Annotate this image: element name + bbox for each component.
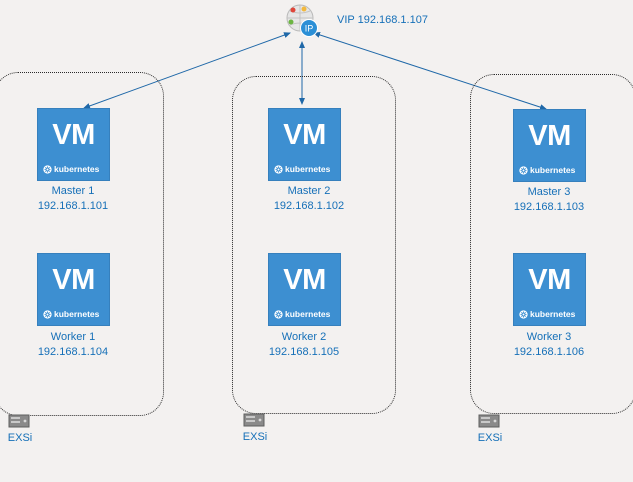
node-caption-worker-1: Worker 1 192.168.1.104 [13,330,133,360]
node-caption-master-1: Master 1 192.168.1.101 [13,184,133,214]
kubernetes-icon [519,310,528,319]
exsi-badge-2: EXSi [235,413,275,443]
kubernetes-icon [43,165,52,174]
node-name: Master 3 [527,186,571,198]
kubernetes-icon [519,166,528,175]
ip-globe-icon: IP [286,4,318,37]
kubernetes-icon [274,310,283,319]
server-icon [8,414,30,428]
kubernetes-label: kubernetes [54,164,100,174]
node-ip: 192.168.1.103 [513,201,585,213]
node-name: Worker 3 [526,331,572,343]
node-name: Worker 1 [50,331,96,343]
vm-master-1: VM kubernetes [37,108,110,181]
node-caption-worker-3: Worker 3 192.168.1.106 [489,330,609,360]
exsi-badge-1: EXSi [0,414,40,444]
vm-worker-3: VM kubernetes [513,253,586,326]
node-caption-master-2: Master 2 192.168.1.102 [249,184,369,214]
exsi-host-2 [232,76,396,414]
vm-badge: VM [52,264,95,296]
vm-worker-2: VM kubernetes [268,253,341,326]
node-name: Master 1 [51,185,95,197]
vm-badge: VM [52,119,95,151]
node-ip: 192.168.1.102 [273,200,345,212]
node-ip: 192.168.1.101 [37,200,109,212]
k8s-brand: kubernetes [43,310,99,319]
node-name: Master 2 [287,185,331,197]
vip-label: VIP 192.168.1.107 [337,14,428,26]
node-ip: 192.168.1.104 [37,346,109,358]
node-ip: 192.168.1.105 [268,346,340,358]
exsi-label: EXSi [477,432,503,444]
exsi-label: EXSi [7,432,33,444]
exsi-host-3 [470,74,633,414]
vm-badge: VM [283,264,326,296]
arrow-vip-master-1 [83,32,291,109]
k8s-brand: kubernetes [274,165,330,174]
kubernetes-icon [43,310,52,319]
k8s-brand: kubernetes [519,166,575,175]
k8s-brand: kubernetes [43,165,99,174]
exsi-badge-3: EXSi [470,414,510,444]
server-icon [243,413,265,427]
node-caption-worker-2: Worker 2 192.168.1.105 [244,330,364,360]
vm-worker-1: VM kubernetes [37,253,110,326]
node-name: Worker 2 [281,331,327,343]
vip-node: IP [282,2,322,38]
kubernetes-label: kubernetes [285,164,331,174]
kubernetes-label: kubernetes [54,309,100,319]
exsi-label: EXSi [242,431,268,443]
k8s-brand: kubernetes [274,310,330,319]
server-icon [478,414,500,428]
kubernetes-label: kubernetes [530,309,576,319]
vm-master-2: VM kubernetes [268,108,341,181]
ip-badge-label: IP [305,24,314,34]
kubernetes-label: kubernetes [285,309,331,319]
vm-badge: VM [283,119,326,151]
kubernetes-icon [274,165,283,174]
vm-badge: VM [528,264,571,296]
kubernetes-label: kubernetes [530,165,576,175]
node-ip: 192.168.1.106 [513,346,585,358]
arrow-vip-master-3 [313,32,547,110]
vm-master-3: VM kubernetes [513,109,586,182]
exsi-host-1 [0,72,164,416]
k8s-brand: kubernetes [519,310,575,319]
node-caption-master-3: Master 3 192.168.1.103 [489,185,609,215]
vm-badge: VM [528,120,571,152]
